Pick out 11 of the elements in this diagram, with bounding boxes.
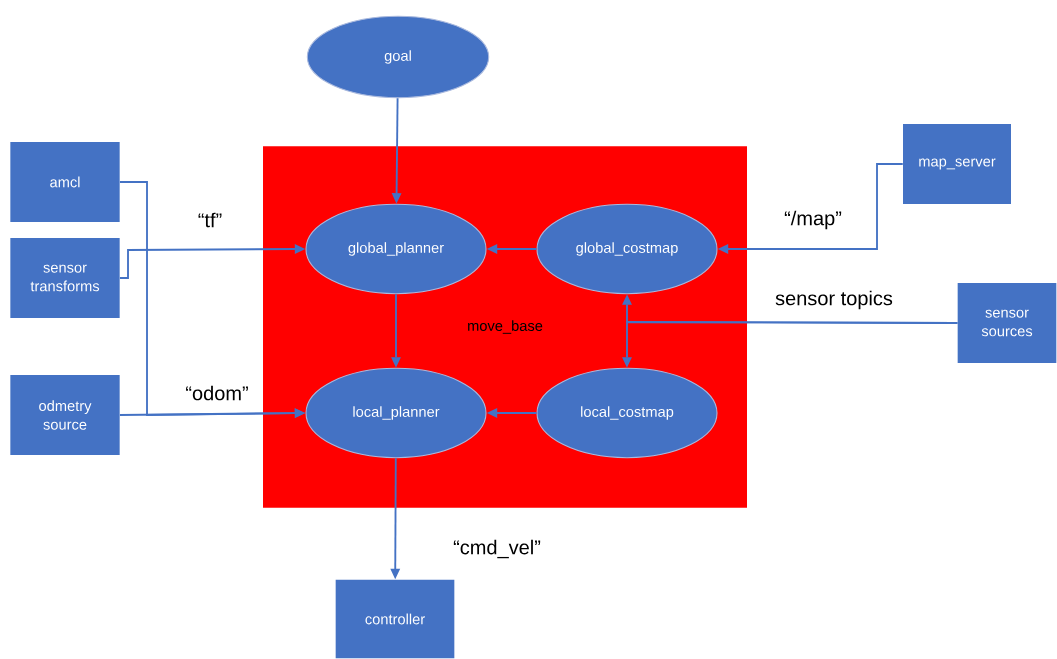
edge-label: “odom” [184, 384, 250, 402]
process-box: amcl [10, 142, 120, 222]
edge-label: “/map” [782, 209, 844, 231]
process-box: sensor sources [957, 283, 1057, 363]
process-box: controller [335, 579, 455, 659]
process-box: map_server [903, 124, 1011, 204]
edge-label: “tf” [196, 211, 224, 229]
process-box: odmetry source [10, 375, 120, 455]
edge-label: “cmd_vel” [451, 538, 543, 560]
edge-label: sensor topics [773, 289, 895, 311]
process-box: sensor transforms [10, 238, 120, 318]
